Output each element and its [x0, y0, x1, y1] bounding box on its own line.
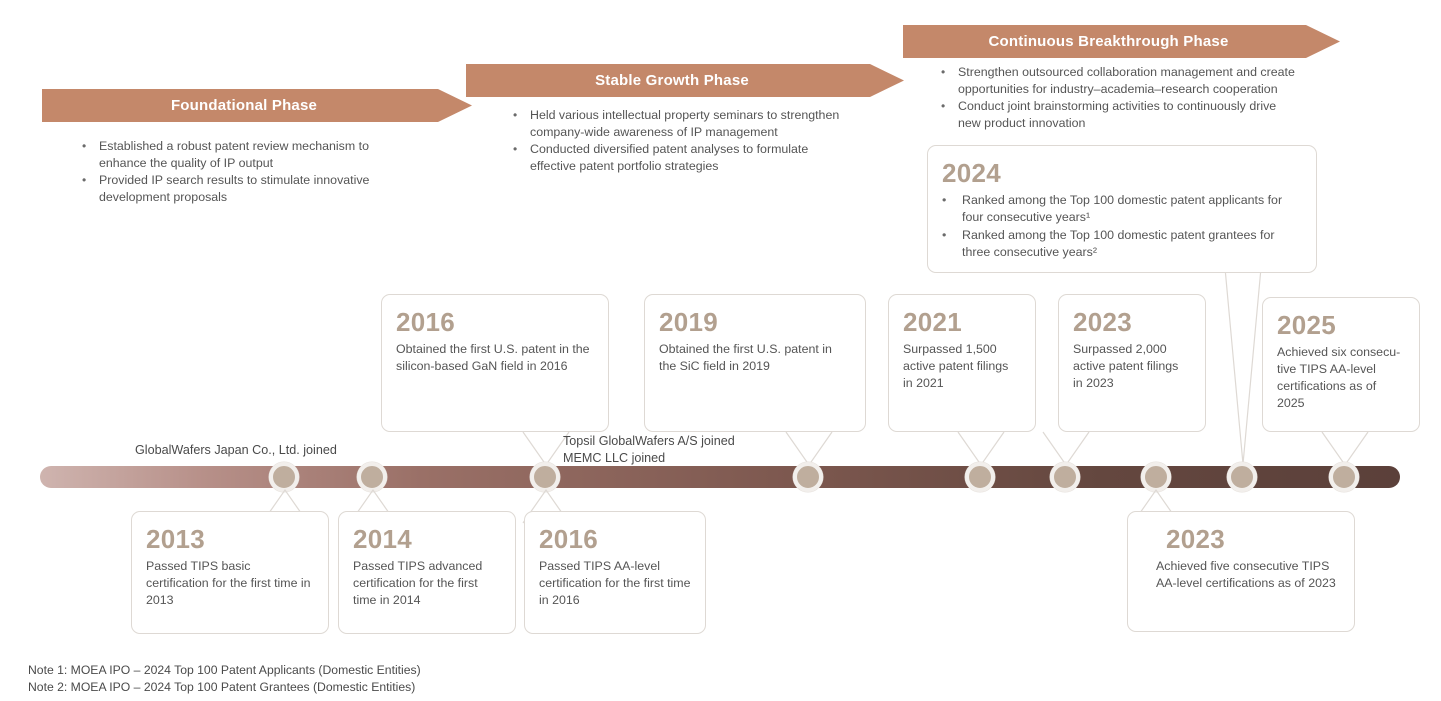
- bar-label-topsil: Topsil GlobalWafers A/S joined: [563, 434, 735, 448]
- bullet-item: • Strengthen outsourced collaboration ma…: [941, 64, 1301, 97]
- bullet-item: • Conduct joint brainstorming activities…: [941, 98, 1301, 131]
- phase-arrow-stable-growth: Stable Growth Phase: [466, 64, 904, 97]
- footnotes: Note 1: MOEA IPO – 2024 Top 100 Patent A…: [28, 662, 421, 696]
- bullet-text: Ranked among the Top 100 domestic patent…: [962, 228, 1275, 259]
- arrow-shape-icon: [466, 64, 904, 97]
- timeline-node-2013[interactable]: [269, 462, 299, 492]
- timeline-node-2019[interactable]: [793, 462, 823, 492]
- bullet-text: Provided IP search results to stimulate …: [99, 173, 370, 204]
- card-bullet-list: • Ranked among the Top 100 domestic pate…: [942, 192, 1302, 261]
- bullet-dot-icon: •: [82, 139, 87, 153]
- card-text: Obtained the first U.S. patent in the si…: [396, 342, 590, 373]
- bullet-text: Conducted diversified patent analyses to…: [530, 142, 809, 173]
- card-2014[interactable]: 2014 Passed TIPS advanced certification …: [338, 511, 516, 634]
- bullet-dot-icon: •: [82, 173, 87, 188]
- timeline-node-2024[interactable]: [1227, 462, 1257, 492]
- bullet-text: Ranked among the Top 100 domestic patent…: [962, 193, 1283, 224]
- card-year: 2024: [942, 158, 1002, 188]
- card-year: 2014: [353, 524, 413, 554]
- card-2019[interactable]: 2019 Obtained the first U.S. patent in t…: [644, 294, 866, 432]
- bullet-text: Held various intellectual property semin…: [530, 108, 840, 139]
- card-2024[interactable]: 2024 • Ranked among the Top 100 domestic…: [927, 145, 1317, 273]
- card-text: Passed TIPS basic certification for the …: [146, 559, 311, 607]
- card-2016-upper[interactable]: 2016 Obtained the first U.S. patent in t…: [381, 294, 609, 432]
- bar-label-memc: MEMC LLC joined: [563, 451, 666, 465]
- timeline-node-2014[interactable]: [357, 462, 387, 492]
- phase-arrow-continuous-breakthrough: Continuous Breakthrough Phase: [903, 25, 1340, 58]
- card-year: 2013: [146, 524, 206, 554]
- bar-label-globalwafers-japan: GlobalWafers Japan Co., Ltd. joined: [135, 443, 337, 457]
- timeline-node-2023b[interactable]: [1141, 462, 1171, 492]
- bullet-item: • Established a robust patent review mec…: [82, 138, 402, 171]
- card-2025[interactable]: 2025 Achieved six consecu­tive TIPS AA-l…: [1262, 297, 1420, 432]
- card-year: 2016: [396, 307, 456, 337]
- card-text: Surpassed 2,000 active patent filings in…: [1073, 342, 1179, 390]
- phase-label-stable-growth: Stable Growth Phase: [595, 72, 749, 89]
- bullet-dot-icon: •: [942, 193, 947, 207]
- bullet-dot-icon: •: [513, 108, 518, 122]
- bullet-item: • Ranked among the Top 100 domestic pate…: [942, 227, 1302, 261]
- timeline-node-2021[interactable]: [965, 462, 995, 492]
- bullet-dot-icon: •: [513, 142, 518, 157]
- card-2023-lower[interactable]: 2023 Achieved five consecutive TIPS AA-l…: [1127, 511, 1355, 632]
- phase-bullets-foundational: • Established a robust patent review mec…: [82, 138, 402, 206]
- card-year: 2019: [659, 307, 719, 337]
- arrow-shape-icon: [42, 89, 472, 122]
- footnote-1: Note 1: MOEA IPO – 2024 Top 100 Patent A…: [28, 663, 421, 677]
- bullet-dot-icon: •: [941, 65, 946, 79]
- card-year: 2023: [1166, 524, 1226, 554]
- card-year: 2021: [903, 307, 963, 337]
- bullet-item: • Provided IP search results to stimulat…: [82, 172, 402, 205]
- phase-label-continuous-breakthrough: Continuous Breakthrough Phase: [988, 33, 1229, 50]
- bullet-item: • Ranked among the Top 100 domestic pate…: [942, 192, 1302, 226]
- footnote-2: Note 2: MOEA IPO – 2024 Top 100 Patent G…: [28, 680, 416, 694]
- card-text: Obtained the first U.S. patent in the Si…: [659, 342, 832, 373]
- bullet-text: Strengthen outsourced collaboration mana…: [958, 65, 1295, 96]
- phase-label-foundational: Foundational Phase: [170, 97, 318, 114]
- arrow-shape-icon: [903, 25, 1340, 58]
- card-2023-upper[interactable]: 2023 Surpassed 2,000 active patent filin…: [1058, 294, 1206, 432]
- timeline-node-2025[interactable]: [1329, 462, 1359, 492]
- card-text: Passed TIPS AA-level certification for t…: [539, 559, 691, 607]
- bullet-text: Conduct joint brainstorming activities t…: [958, 99, 1277, 130]
- timeline-node-2023a[interactable]: [1050, 462, 1080, 492]
- card-year: 2023: [1073, 307, 1133, 337]
- timeline-bar: [40, 462, 1400, 492]
- card-text: Achieved five consecutive TIPS AA-level …: [1156, 559, 1336, 590]
- bullet-text: Established a robust patent review mecha…: [99, 139, 369, 170]
- card-2013[interactable]: 2013 Passed TIPS basic certification for…: [131, 511, 329, 634]
- card-text: Achieved six consecu­tive TIPS AA-level …: [1277, 345, 1401, 410]
- phase-arrow-foundational: Foundational Phase: [42, 89, 472, 122]
- bullet-item: • Held various intellectual property sem…: [513, 107, 853, 140]
- phase-bullets-continuous-breakthrough: • Strengthen outsourced collaboration ma…: [941, 64, 1301, 132]
- card-2016-lower[interactable]: 2016 Passed TIPS AA-level certification …: [524, 511, 706, 634]
- timeline-node-2016[interactable]: [530, 462, 560, 492]
- bullet-dot-icon: •: [942, 228, 947, 242]
- card-2021[interactable]: 2021 Surpassed 1,500 active patent filin…: [888, 294, 1036, 432]
- card-text: Surpassed 1,500 active patent filings in…: [903, 342, 1009, 390]
- bullet-dot-icon: •: [941, 99, 946, 114]
- phase-bullets-stable-growth: • Held various intellectual property sem…: [513, 107, 853, 175]
- bullet-item: • Conducted diversified patent analyses …: [513, 141, 853, 174]
- card-text: Passed TIPS advanced certification for t…: [353, 559, 483, 607]
- card-year: 2025: [1277, 310, 1337, 340]
- card-year: 2016: [539, 524, 599, 554]
